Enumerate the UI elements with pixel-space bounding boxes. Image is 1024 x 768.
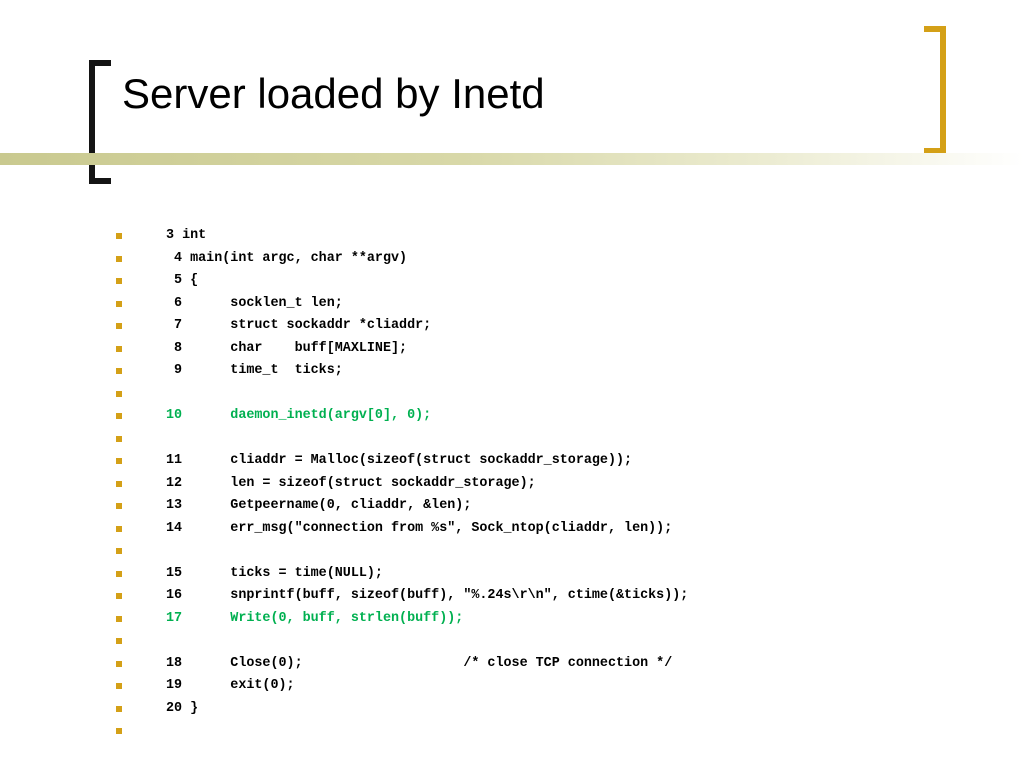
code-line: 20 } [116,698,688,721]
code-text: 11 cliaddr = Malloc(sizeof(struct sockad… [166,453,633,468]
code-line: 17 Write(0, buff, strlen(buff)); [116,608,688,631]
square-bullet-icon [116,593,122,600]
square-bullet-icon [116,570,122,577]
square-bullet-icon [116,233,122,240]
code-text: 9 time_t ticks; [166,363,343,378]
square-bullet-icon [116,615,122,622]
square-bullet-icon [116,480,122,487]
square-bullet-icon [116,300,122,307]
square-bullet-icon [116,413,122,420]
square-bullet-icon [116,368,122,375]
code-line: 14 err_msg("connection from %s", Sock_nt… [116,518,688,541]
square-bullet-icon [116,525,122,532]
code-text: 7 struct sockaddr *cliaddr; [166,318,432,333]
code-line [116,630,688,653]
code-text: 4 main(int argc, char **argv) [166,250,408,266]
square-bullet-icon [116,705,122,712]
code-line: 6 socklen_t len; [116,293,688,316]
code-text: 12 len = sizeof(struct sockaddr_storage)… [166,475,536,491]
code-text: 13 Getpeername(0, cliaddr, &len); [166,498,472,513]
code-line: 3 int [116,225,688,248]
code-line: 16 snprintf(buff, sizeof(buff), "%.24s\r… [116,585,688,608]
code-text: 5 { [166,273,199,288]
code-text: 18 Close(0); /* close TCP connection */ [166,655,673,671]
code-text: 8 char buff[MAXLINE]; [166,340,408,356]
code-line: 13 Getpeername(0, cliaddr, &len); [116,495,688,518]
square-bullet-icon [116,278,122,285]
code-text: 20 } [166,700,199,716]
code-line [116,428,688,451]
code-line: 7 struct sockaddr *cliaddr; [116,315,688,338]
square-bullet-icon [116,660,122,667]
code-line: 12 len = sizeof(struct sockaddr_storage)… [116,473,688,496]
code-line: 15 ticks = time(NULL); [116,563,688,586]
square-bullet-icon [116,728,122,735]
code-text: 16 snprintf(buff, sizeof(buff), "%.24s\r… [166,588,689,603]
slide-title: Server loaded by Inetd [122,70,545,117]
code-line [116,540,688,563]
code-line: 5 { [116,270,688,293]
left-bracket [89,60,111,184]
code-line: 18 Close(0); /* close TCP connection */ [116,653,688,676]
square-bullet-icon [116,255,122,262]
code-line [116,383,688,406]
square-bullet-icon [116,390,122,397]
code-line: 11 cliaddr = Malloc(sizeof(struct sockad… [116,450,688,473]
code-list: 3 int 4 main(int argc, char **argv) 5 { … [116,225,688,743]
square-bullet-icon [116,345,122,352]
code-line: 4 main(int argc, char **argv) [116,248,688,271]
code-text: 6 socklen_t len; [166,295,343,311]
code-text: 17 Write(0, buff, strlen(buff)); [166,610,464,626]
square-bullet-icon [116,683,122,690]
square-bullet-icon [116,548,122,555]
code-text: 19 exit(0); [166,678,295,693]
code-line: 10 daemon_inetd(argv[0], 0); [116,405,688,428]
code-line: 8 char buff[MAXLINE]; [116,338,688,361]
code-text: 10 daemon_inetd(argv[0], 0); [166,408,432,423]
code-line: 19 exit(0); [116,675,688,698]
code-line [116,720,688,743]
square-bullet-icon [116,503,122,510]
code-text: 14 err_msg("connection from %s", Sock_nt… [166,520,673,536]
square-bullet-icon [116,638,122,645]
code-text: 15 ticks = time(NULL); [166,565,383,581]
square-bullet-icon [116,458,122,465]
title-rule [0,153,1024,165]
right-bracket [924,26,946,154]
code-line: 9 time_t ticks; [116,360,688,383]
square-bullet-icon [116,435,122,442]
square-bullet-icon [116,323,122,330]
code-text: 3 int [166,228,207,243]
